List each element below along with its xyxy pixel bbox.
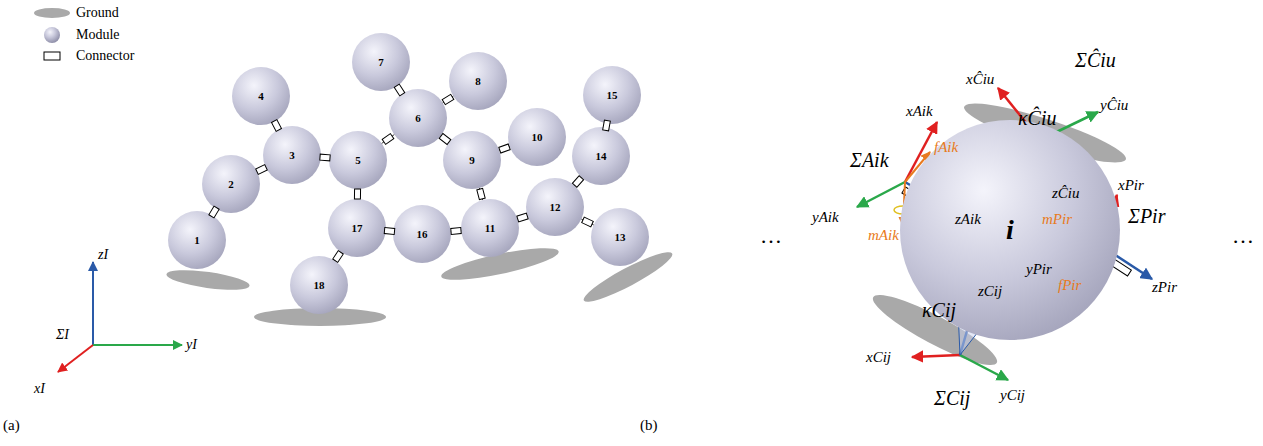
connector	[581, 217, 593, 227]
axis-label: fAik	[934, 140, 958, 155]
axis-label: ΣCij	[934, 388, 970, 408]
module-sphere: 8	[449, 52, 507, 110]
module-number: 2	[228, 178, 234, 190]
axis-label: xAik	[906, 104, 933, 119]
module-sphere: 6	[389, 89, 447, 147]
module-number: 17	[352, 222, 363, 234]
connector	[442, 94, 454, 104]
module-sphere: 12	[526, 178, 584, 236]
module-number: 1	[194, 234, 200, 246]
connector	[477, 188, 485, 200]
module-number: 3	[289, 149, 295, 161]
module-number: 9	[469, 154, 475, 166]
axis-label: ΣĈiu	[1075, 50, 1116, 70]
axis-label: κĈiu	[1018, 108, 1057, 128]
axis-label: zAik	[955, 212, 981, 227]
module-number: 6	[415, 112, 421, 124]
module-sphere: 5	[329, 131, 387, 189]
axis-label: xI	[34, 382, 45, 396]
module-sphere: 11	[461, 199, 519, 257]
axis-label: ΣPir	[1128, 206, 1165, 226]
axis-label: xCij	[866, 350, 891, 365]
module-sphere: 17	[328, 199, 386, 257]
module-sphere: 10	[508, 108, 566, 166]
module-number: 5	[355, 154, 361, 166]
module-sphere: 1	[168, 211, 226, 269]
axis-label: xPir	[1118, 178, 1144, 193]
axis-label: xĈiu	[966, 72, 994, 87]
module-sphere: 2	[202, 155, 260, 213]
legend-text: Connector	[76, 49, 134, 63]
axis-label: …	[760, 225, 782, 247]
module-number: 8	[475, 75, 481, 87]
module-sphere: 14	[572, 127, 630, 185]
module-number: 7	[378, 56, 384, 68]
axis-label: zCij	[978, 284, 1002, 299]
axis-label: κCij	[922, 300, 956, 320]
module-sphere: 16	[393, 205, 451, 263]
connector	[451, 228, 461, 235]
module-sphere: 15	[583, 66, 641, 124]
module-sphere: 9	[443, 131, 501, 189]
module-number: 15	[607, 89, 618, 101]
module-number: 14	[596, 150, 607, 162]
axis-label: yI	[186, 338, 197, 352]
module-sphere: 13	[591, 208, 649, 266]
axis-label: mPir	[1042, 212, 1072, 227]
module-sphere: 7	[352, 33, 410, 91]
axis-label: zĈiu	[1052, 186, 1080, 201]
axis-label: ΣAik	[850, 150, 889, 170]
connector	[382, 134, 394, 145]
legend-text: Module	[76, 28, 120, 42]
module-sphere: 3	[263, 126, 321, 184]
module-number: 18	[314, 279, 325, 291]
module-number: 4	[258, 90, 264, 102]
axis-label: yĈiu	[1100, 98, 1128, 113]
module-number: i	[1006, 214, 1014, 246]
axis-label: (b)	[640, 418, 658, 433]
module-number: 13	[615, 231, 626, 243]
module-number: 16	[417, 228, 428, 240]
module-number: 12	[550, 201, 561, 213]
module-number: 11	[485, 222, 495, 234]
connector	[354, 189, 360, 199]
axis-label: yCij	[1000, 388, 1025, 403]
axis-label: fPir	[1058, 278, 1081, 293]
module-number: 10	[532, 131, 543, 143]
axis-label: yPir	[1026, 262, 1052, 277]
axis-label: zPir	[1152, 280, 1177, 295]
module-sphere: 4	[232, 67, 290, 125]
legend-text: Ground	[76, 6, 119, 20]
module-sphere: 18	[290, 256, 348, 314]
axis-label: ΣI	[56, 328, 69, 342]
axis-label: mAik	[868, 228, 899, 243]
axis-label: zI	[98, 248, 108, 262]
axis-label: yAik	[812, 210, 839, 225]
axis-label: (a)	[3, 418, 20, 433]
axis-label: …	[1232, 225, 1254, 247]
